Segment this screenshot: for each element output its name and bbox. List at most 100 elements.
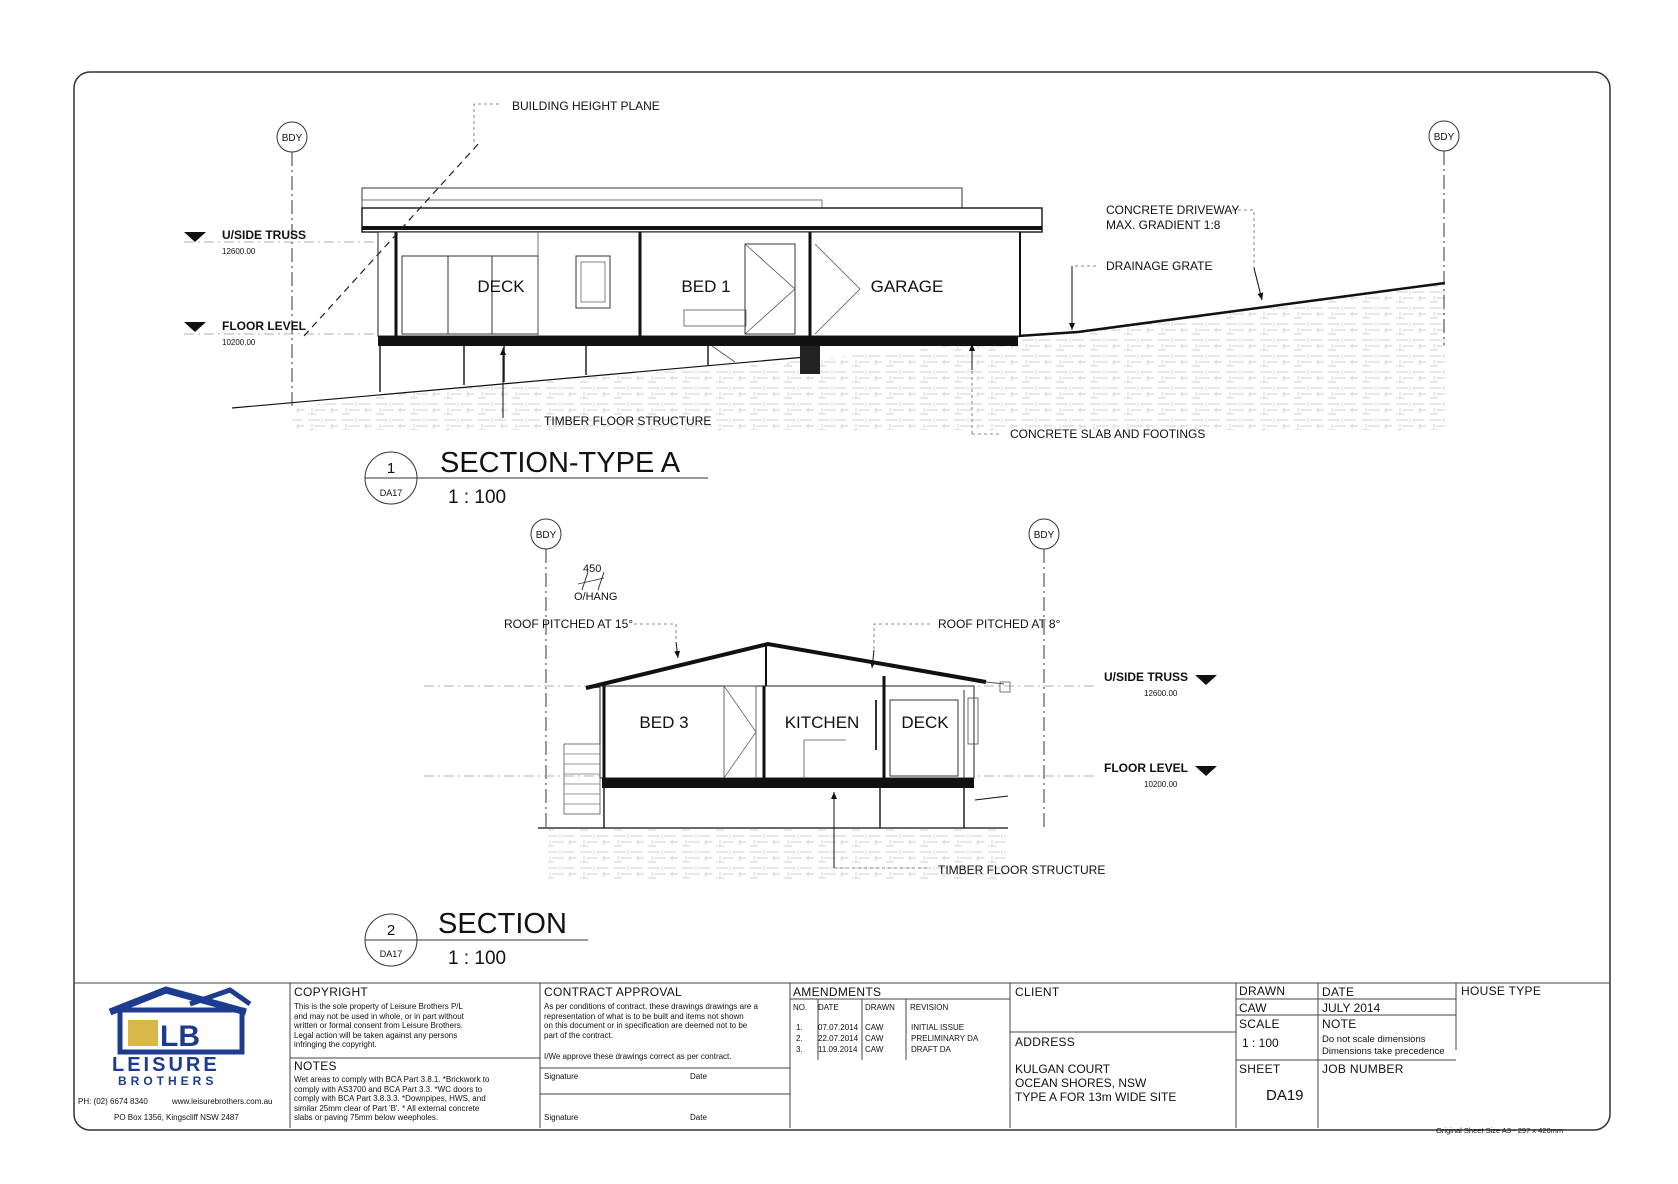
amendment-1-revision: INITIAL ISSUE — [911, 1023, 965, 1032]
section-1-earth-fill — [292, 283, 1445, 430]
amendments-col-revision: REVISION — [910, 1003, 949, 1012]
address-line-1: KULGAN COURT — [1015, 1062, 1111, 1076]
section-1-bdy-right: BDY — [1434, 132, 1455, 143]
amendments-col-no: NO. — [793, 1003, 808, 1012]
scale-heading: SCALE — [1239, 1017, 1280, 1031]
section-1-floor-level-label: FLOOR LEVEL — [222, 319, 306, 333]
note-value: Do not scale dimensions Dimensions take … — [1322, 1034, 1445, 1057]
amendment-2-no: 2. — [796, 1034, 803, 1043]
section-1-drawing: BDY BDY U/SIDE TRUSS 12600.00 FLOOR LEVE… — [184, 99, 1460, 508]
section-1-ground-line — [231, 356, 807, 409]
section-2-roof-right-label: ROOF PITCHED AT 8° — [938, 617, 1061, 631]
notes-heading: NOTES — [294, 1059, 337, 1073]
address-heading: ADDRESS — [1015, 1035, 1076, 1049]
section-1-bdy-left: BDY — [282, 133, 303, 144]
contract-signature-1: Signature — [544, 1072, 579, 1081]
section-2-floor-level-label: FLOOR LEVEL — [1104, 761, 1188, 775]
section-2-sheet-ref: DA17 — [380, 949, 403, 959]
amendments-col-drawn: DRAWN — [865, 1003, 895, 1012]
address-line-3: TYPE A FOR 13m WIDE SITE — [1015, 1090, 1177, 1104]
section-1-floor-slab — [378, 336, 1018, 346]
section-1-room-deck: DECK — [477, 277, 525, 296]
section-2-drawing: BDY BDY U/SIDE TRUSS 12600.00 FLOOR LEVE… — [364, 518, 1217, 969]
company-po-box: PO Box 1356, Kingscliff NSW 2487 — [114, 1113, 239, 1122]
company-website[interactable]: www.leisurebrothers.com.au — [172, 1097, 273, 1106]
leisure-brothers-logo: LB — [108, 986, 252, 1055]
contract-signature-2: Signature — [544, 1113, 579, 1122]
section-1-room-garage: GARAGE — [871, 277, 944, 296]
contract-heading: CONTRACT APPROVAL — [544, 985, 683, 999]
sheet-border — [73, 71, 1611, 1131]
section-1-height-plane-label: BUILDING HEIGHT PLANE — [512, 99, 660, 113]
section-2-overhang-dim: 450 — [583, 563, 601, 575]
amendment-3-date: 11.09.2014 — [818, 1045, 858, 1054]
contract-approve: I/We approve these drawings correct as p… — [544, 1052, 732, 1061]
amendment-2-revision: PRELIMINARY DA — [911, 1034, 979, 1043]
section-1-timber-label: TIMBER FLOOR STRUCTURE — [544, 414, 711, 428]
note-heading: NOTE — [1322, 1017, 1357, 1031]
drawn-value: CAW — [1239, 1001, 1267, 1015]
section-1-driveway-label-1: CONCRETE DRIVEWAY — [1106, 203, 1239, 217]
house-type-heading: HOUSE TYPE — [1461, 984, 1542, 998]
address-line-2: OCEAN SHORES, NSW — [1015, 1076, 1147, 1090]
amendment-3-revision: DRAFT DA — [911, 1045, 951, 1054]
company-name-2: BROTHERS — [118, 1074, 218, 1088]
amendment-1-drawn: CAW — [865, 1023, 884, 1032]
section-1-driveway-label-2: MAX. GRADIENT 1:8 — [1106, 218, 1221, 232]
copyright-heading: COPYRIGHT — [294, 985, 369, 999]
section-2-bdy-right: BDY — [1034, 530, 1055, 541]
section-1-slab-label: CONCRETE SLAB AND FOOTINGS — [1010, 427, 1205, 441]
amendment-2-drawn: CAW — [865, 1034, 884, 1043]
section-1-title: SECTION-TYPE A — [440, 447, 681, 479]
section-2-roof — [585, 641, 987, 690]
contract-date-1: Date — [690, 1072, 707, 1081]
notes-text: Wet areas to comply with BCA Part 3.8.1.… — [294, 1075, 490, 1122]
amendments-col-date: DATE — [818, 1003, 839, 1012]
company-phone: PH: (02) 6674 8340 — [78, 1097, 148, 1106]
section-1-number: 1 — [387, 460, 395, 477]
drawn-heading: DRAWN — [1239, 984, 1286, 998]
section-2-number: 2 — [387, 922, 395, 939]
section-2-floor-slab — [602, 778, 974, 788]
title-block-grid — [74, 982, 1610, 1128]
section-1-truss-level-label: U/SIDE TRUSS — [222, 228, 306, 242]
section-2-roof-left-label: ROOF PITCHED AT 15° — [504, 617, 633, 631]
section-2-room-bed-3: BED 3 — [639, 713, 688, 732]
section-2-title: SECTION — [438, 908, 567, 940]
section-2-stairs — [563, 743, 601, 815]
section-2-scale: 1 : 100 — [448, 948, 506, 969]
section-1-room-bed-1: BED 1 — [681, 277, 730, 296]
sheet-size-note: Original Sheet Size A3 - 297 x 420mm — [1436, 1126, 1564, 1135]
section-2-bdy-left: BDY — [536, 530, 557, 541]
section-1-scale: 1 : 100 — [448, 487, 506, 508]
section-2-timber-label: TIMBER FLOOR STRUCTURE — [938, 863, 1105, 877]
section-1-drainage-label: DRAINAGE GRATE — [1106, 259, 1212, 273]
section-1-floor-level-value: 10200.00 — [222, 338, 256, 347]
sheet-heading: SHEET — [1239, 1062, 1281, 1076]
copyright-text: This is the sole property of Leisure Bro… — [294, 1002, 464, 1049]
contract-text: As per conditions of contract, these dra… — [544, 1002, 758, 1040]
section-2-overhang-label: O/HANG — [574, 591, 617, 603]
amendment-2-date: 22.07.2014 — [818, 1034, 859, 1043]
section-2-truss-level-label: U/SIDE TRUSS — [1104, 670, 1188, 684]
amendment-3-drawn: CAW — [865, 1045, 884, 1054]
scale-value: 1 : 100 — [1242, 1036, 1279, 1050]
amendment-1-date: 07.07.2014 — [818, 1023, 859, 1032]
client-heading: CLIENT — [1015, 985, 1060, 999]
section-2-room-deck: DECK — [901, 713, 949, 732]
amendment-1-no: 1. — [796, 1023, 803, 1032]
date-heading: DATE — [1322, 985, 1355, 999]
logo-letters: LB — [160, 1020, 200, 1053]
section-2-room-kitchen: KITCHEN — [785, 713, 860, 732]
job-number-heading: JOB NUMBER — [1322, 1062, 1404, 1076]
company-name-1: LEISURE — [112, 1054, 220, 1076]
section-1-sheet-ref: DA17 — [380, 488, 403, 498]
contract-date-2: Date — [690, 1113, 707, 1122]
section-1-driveway-line — [1017, 281, 1446, 338]
section-2-truss-level-value: 12600.00 — [1144, 689, 1178, 698]
amendments-heading: AMENDMENTS — [793, 985, 882, 999]
section-2-earth-fill — [548, 828, 1006, 880]
amendment-3-no: 3. — [796, 1045, 803, 1054]
section-1-truss-level-value: 12600.00 — [222, 247, 256, 256]
